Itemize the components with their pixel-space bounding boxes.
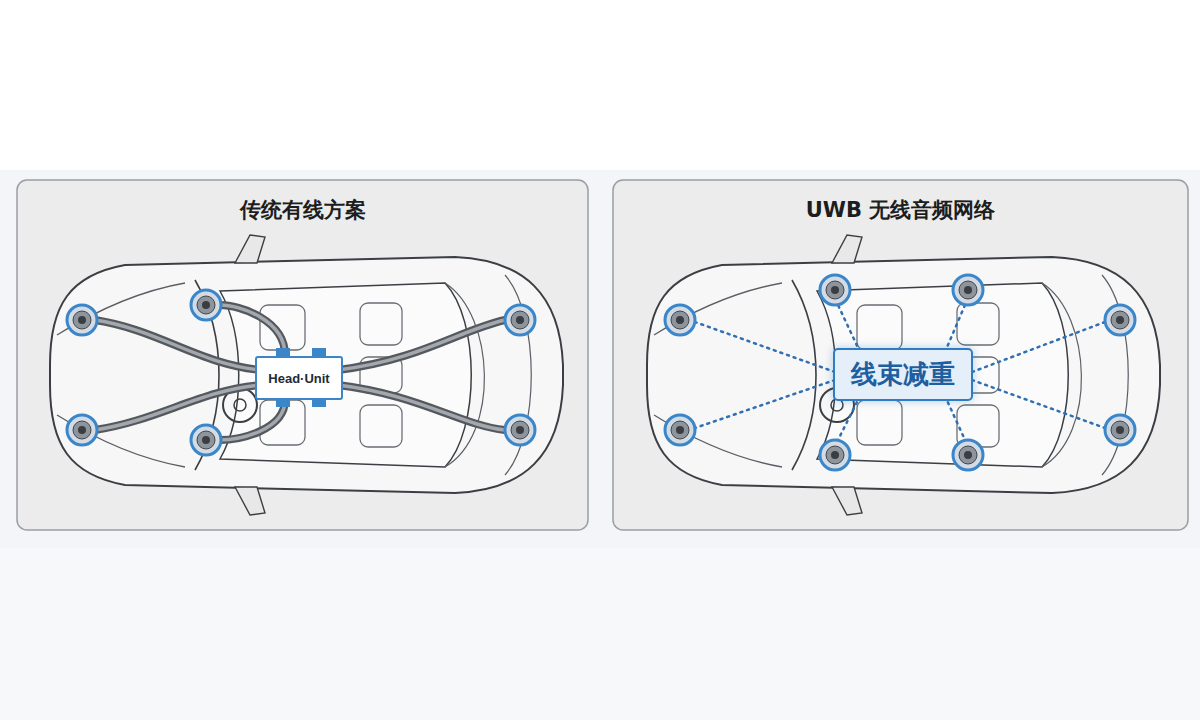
scheme-panel: 传统有线方案 Head·Unit xyxy=(17,180,588,530)
head-unit-box: Head·Unit xyxy=(255,356,343,400)
scheme-panel: UWB 无线音频网络线束减重 xyxy=(613,180,1188,530)
panel-title: 传统有线方案 xyxy=(17,196,588,224)
panel-title: UWB 无线音频网络 xyxy=(613,196,1188,224)
box-label: Head·Unit xyxy=(268,371,329,386)
highlight-box: 线束减重 xyxy=(833,348,973,401)
box-label: 线束减重 xyxy=(851,357,955,392)
